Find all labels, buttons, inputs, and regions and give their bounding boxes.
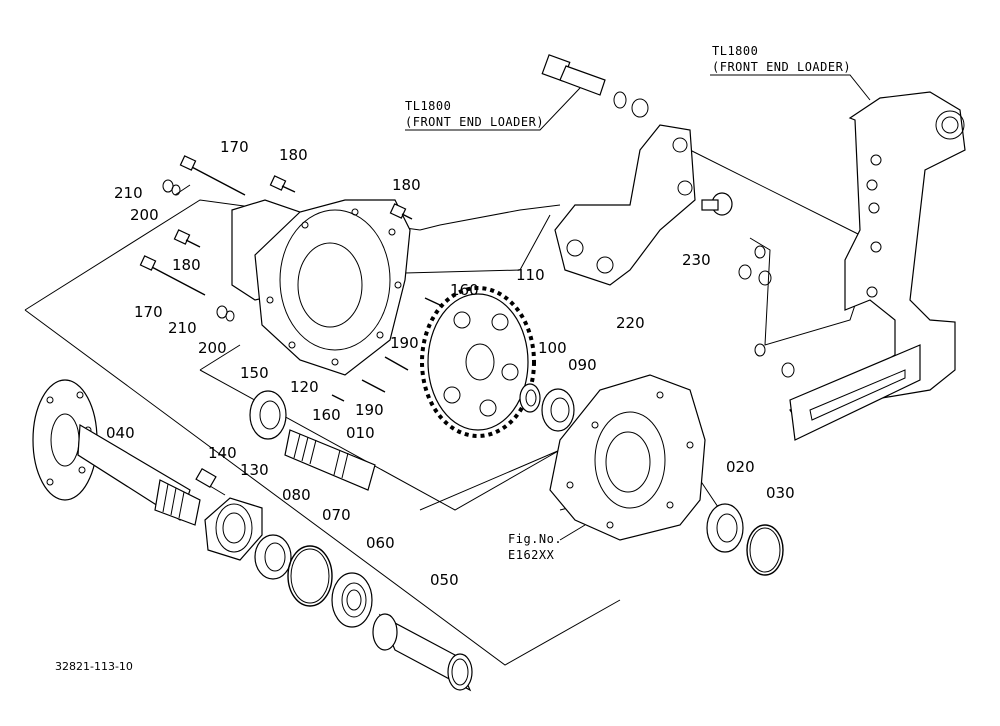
figure-ref-number: E162XX [508, 548, 555, 562]
bolts-and-hardware [139, 155, 441, 402]
top-bolt [541, 54, 649, 118]
part-label-230: 230 [682, 251, 711, 269]
loader-frame [738, 91, 966, 441]
o-ring-070 [287, 545, 333, 607]
bearing-060 [331, 572, 373, 628]
part-label-120: 120 [290, 378, 319, 396]
axle-shaft-040 [32, 379, 201, 526]
callout-left-model: TL1800 [405, 99, 451, 113]
callout-right-model: TL1800 [712, 44, 758, 58]
part-label-100: 100 [538, 339, 567, 357]
part-label-180-right: 180 [392, 176, 421, 194]
part-label-200-upper: 200 [130, 206, 159, 224]
bearing-020 [706, 503, 744, 553]
bearing-100 [519, 383, 541, 413]
gear-110 [420, 286, 536, 438]
part-label-110: 110 [516, 266, 545, 284]
bearing-090 [541, 388, 575, 432]
part-label-150: 150 [240, 364, 269, 382]
seal-retainer-130 [204, 497, 263, 561]
part-label-080: 080 [282, 486, 311, 504]
part-label-020: 020 [726, 458, 755, 476]
callout-left-desc: (FRONT END LOADER) [405, 115, 544, 129]
figure-ref-label: Fig.No. [508, 532, 562, 546]
callout-left: TL1800 (FRONT END LOADER) [405, 99, 544, 129]
part-label-180-left: 180 [172, 256, 201, 274]
housing-120 [231, 199, 411, 376]
part-label-170-lower: 170 [134, 303, 163, 321]
part-label-180-top: 180 [279, 146, 308, 164]
oil-seal-080 [254, 534, 292, 580]
part-label-030: 030 [766, 484, 795, 502]
part-label-190-upper: 190 [390, 334, 419, 352]
drawing-number: 32821-113-10 [55, 660, 133, 673]
snap-ring-030 [746, 524, 784, 576]
part-label-220: 220 [616, 314, 645, 332]
part-label-170-upper: 170 [220, 138, 249, 156]
part-label-040: 040 [106, 424, 135, 442]
part-label-160-lower: 160 [312, 406, 341, 424]
part-label-060: 060 [366, 534, 395, 552]
shaft-010 [284, 429, 376, 491]
figure-reference: Fig.No. E162XX [508, 532, 562, 562]
label-leaders [174, 74, 871, 541]
bolt-140 [195, 467, 226, 496]
callout-right: TL1800 (FRONT END LOADER) [712, 44, 851, 74]
bearing-150 [249, 390, 287, 440]
part-label-190-lower: 190 [355, 401, 384, 419]
part-label-130: 130 [240, 461, 269, 479]
axle-case [549, 374, 706, 541]
part-label-160-upper: 160 [450, 281, 479, 299]
part-label-140: 140 [208, 444, 237, 462]
part-label-200-lower: 200 [198, 339, 227, 357]
part-label-050: 050 [430, 571, 459, 589]
spacer-tube-050 [372, 613, 473, 692]
part-number-labels: 010 020 030 040 050 060 070 080 090 100 … [106, 138, 795, 589]
bolt-230 [701, 192, 733, 216]
part-label-010: 010 [346, 424, 375, 442]
bracket-220 [554, 124, 696, 286]
part-label-090: 090 [568, 356, 597, 374]
part-label-070: 070 [322, 506, 351, 524]
part-label-210-upper: 210 [114, 184, 143, 202]
part-label-210-lower: 210 [168, 319, 197, 337]
callout-right-desc: (FRONT END LOADER) [712, 60, 851, 74]
